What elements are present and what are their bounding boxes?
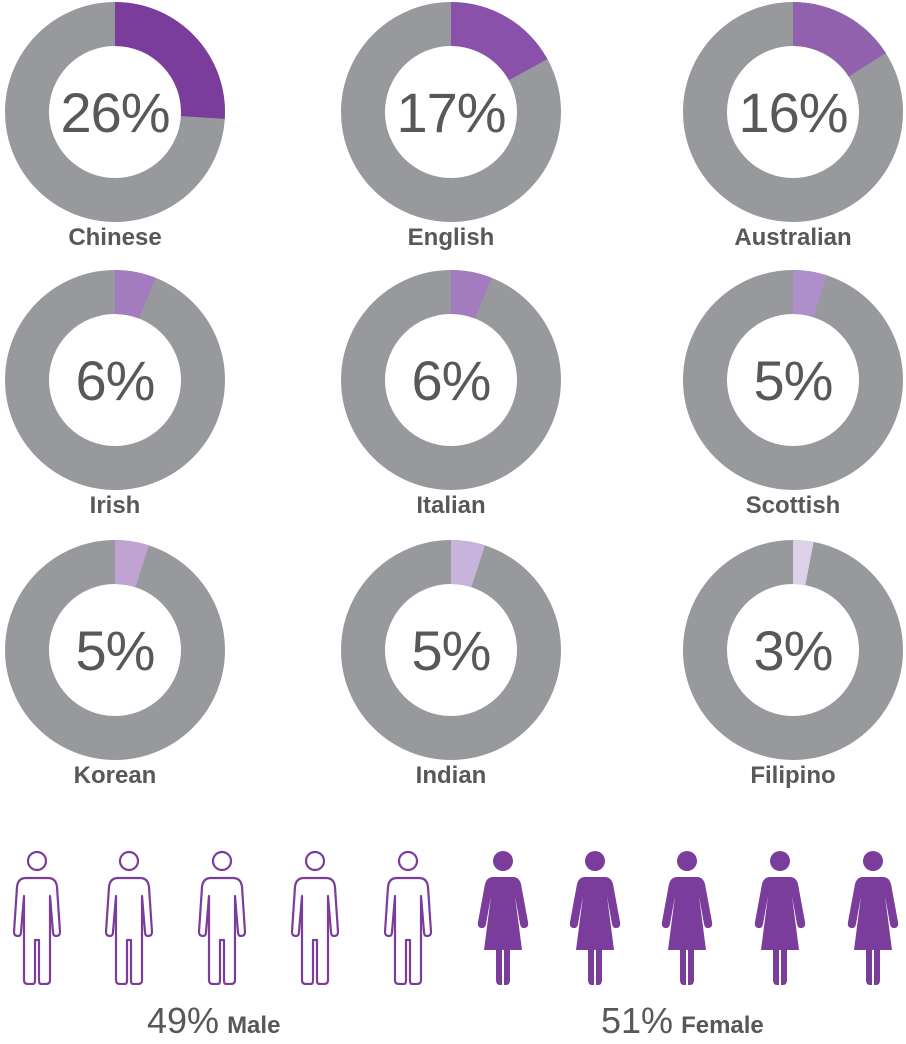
donut-svg-english <box>341 2 561 222</box>
donut-indian: 5% Indian <box>341 540 561 800</box>
donut-value-chinese: 26% <box>60 80 170 144</box>
donut-svg-filipino <box>683 540 903 760</box>
male-label: Male <box>227 1012 281 1039</box>
donut-segment-chinese <box>115 2 225 119</box>
donut-segment-indian <box>451 540 485 588</box>
donut-svg-italian <box>341 270 561 490</box>
male-outline-icon <box>99 850 159 985</box>
donut-scottish: 5% Scottish <box>683 270 903 530</box>
donut-label-scottish: Scottish <box>745 492 841 519</box>
female-filled-icon <box>843 850 903 985</box>
donut-value-indian: 5% <box>411 618 492 682</box>
female-label: Female <box>681 1012 764 1039</box>
donut-label-korean: Korean <box>73 762 157 789</box>
gender-pictogram <box>0 850 906 990</box>
donut-segment-australian <box>793 2 886 77</box>
donut-value-scottish: 5% <box>753 348 834 412</box>
donut-svg-irish <box>5 270 225 490</box>
male-percent: 49% <box>147 1000 220 1041</box>
donut-australian: 16% Australian <box>683 2 903 262</box>
donut-value-irish: 6% <box>75 348 156 412</box>
donut-chinese: 26% Chinese <box>5 2 225 262</box>
donut-segment-italian <box>451 270 492 319</box>
donut-label-filipino: Filipino <box>750 762 836 789</box>
donut-value-korean: 5% <box>75 618 156 682</box>
donut-value-english: 17% <box>396 80 506 144</box>
donut-label-australian: Australian <box>734 224 852 251</box>
male-outline-icon <box>378 850 438 985</box>
donut-segment-irish <box>115 270 156 319</box>
donut-korean: 5% Korean <box>5 540 225 800</box>
donut-label-chinese: Chinese <box>68 224 162 251</box>
female-filled-icon <box>657 850 717 985</box>
donut-value-filipino: 3% <box>753 618 834 682</box>
female-filled-icon <box>565 850 625 985</box>
donut-italian: 6% Italian <box>341 270 561 530</box>
donut-value-italian: 6% <box>411 348 492 412</box>
female-filled-icon <box>750 850 810 985</box>
female-filled-icon <box>473 850 533 985</box>
donut-segment-korean <box>115 540 149 588</box>
male-outline-icon <box>192 850 252 985</box>
donut-value-australian: 16% <box>738 80 848 144</box>
donut-svg-australian <box>683 2 903 222</box>
donut-svg-chinese <box>5 2 225 222</box>
donut-segment-scottish <box>793 270 827 318</box>
donut-svg-scottish <box>683 270 903 490</box>
donut-irish: 6% Irish <box>5 270 225 530</box>
donut-segment-english <box>451 2 548 81</box>
male-outline-icon <box>285 850 345 985</box>
male-stat: 49% Male <box>147 1000 280 1042</box>
male-outline-icon <box>7 850 67 985</box>
donut-label-indian: Indian <box>415 762 487 789</box>
donut-segment-filipino <box>793 540 814 586</box>
female-stat: 51% Female <box>601 1000 764 1042</box>
donut-english: 17% English <box>341 2 561 262</box>
donut-svg-korean <box>5 540 225 760</box>
donut-label-english: English <box>407 224 495 251</box>
donut-label-irish: Irish <box>89 492 141 519</box>
donut-svg-indian <box>341 540 561 760</box>
female-percent: 51% <box>601 1000 674 1041</box>
donut-filipino: 3% Filipino <box>683 540 903 800</box>
donut-label-italian: Italian <box>416 492 486 519</box>
ancestry-donut-grid: 26% Chinese 17% English 16% Australian 6% Irish… <box>5 2 903 800</box>
